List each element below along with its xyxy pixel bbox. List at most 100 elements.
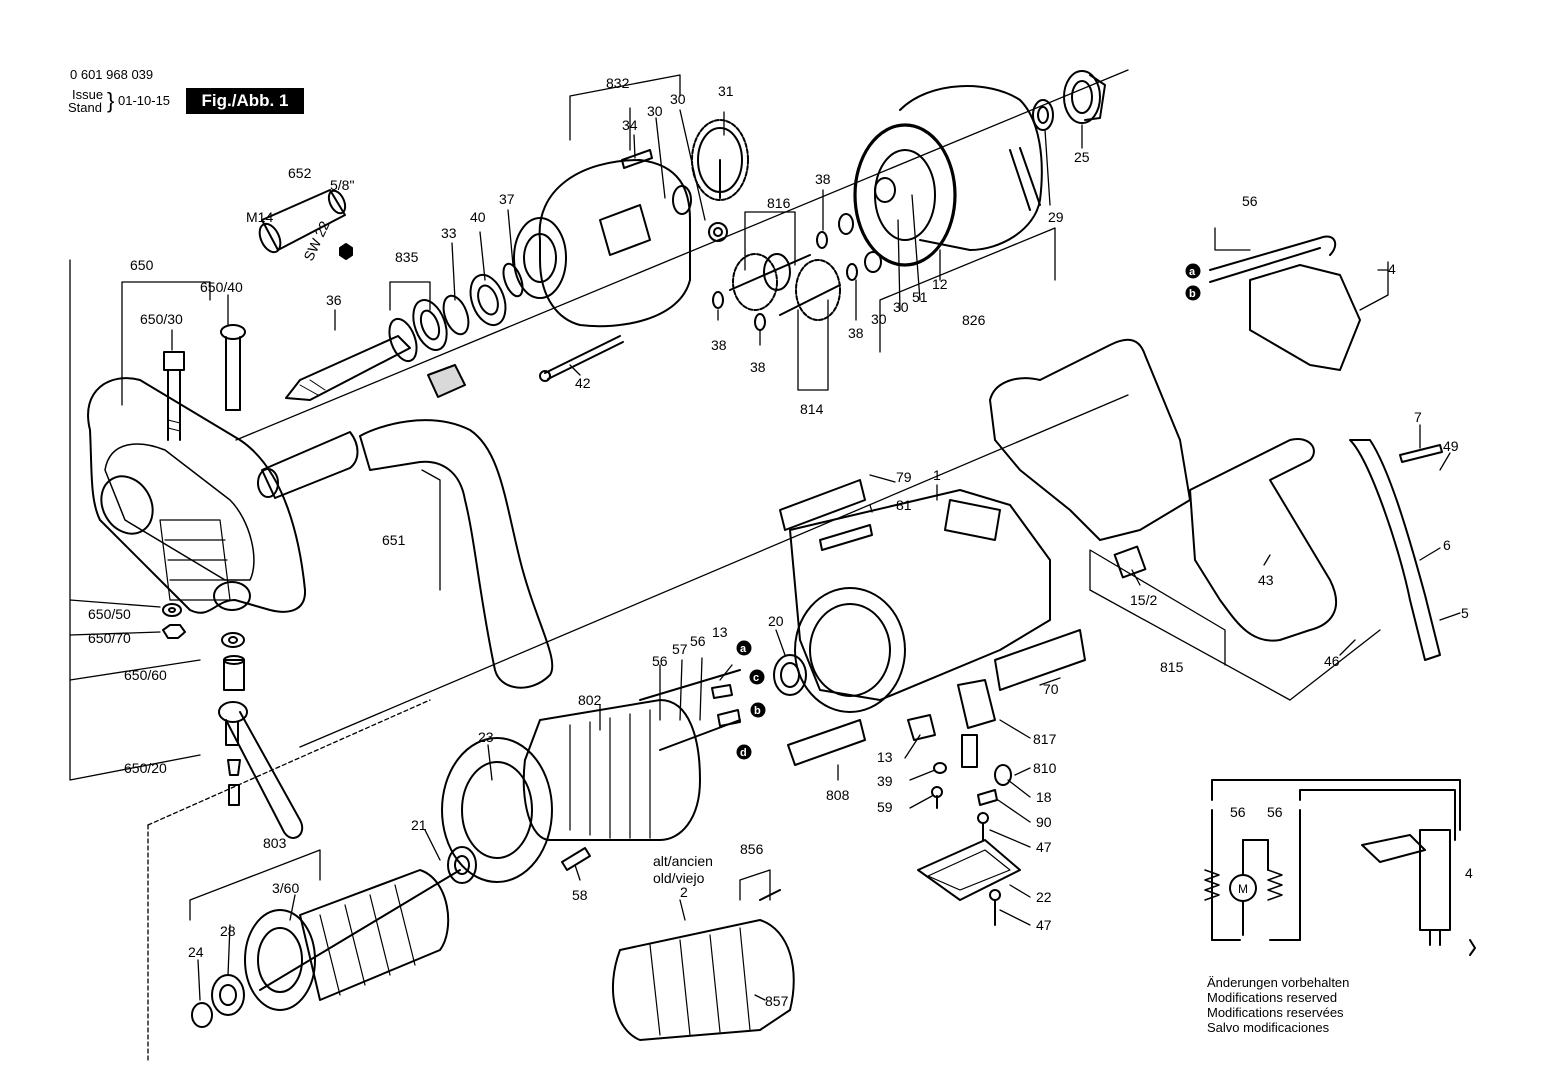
label-814: 814 (800, 401, 824, 417)
label-817: 817 (1033, 731, 1057, 747)
marker-b-1 (1185, 285, 1201, 301)
spindle-36 (285, 317, 418, 401)
gear-816 (729, 253, 811, 311)
washer-650-50 (162, 603, 182, 617)
stand-label: Stand (68, 100, 102, 115)
label-2: 2 (680, 884, 688, 900)
label-30-c: 30 (871, 311, 887, 327)
label-b-2: b (754, 705, 761, 717)
label-835: 835 (395, 249, 419, 265)
brushes (711, 684, 741, 727)
baffle-23 (441, 737, 553, 883)
callout-labels: 832 31 34 30 30 652 M14 5/8" SW 22 650 6… (88, 75, 1473, 1009)
bearing-28 (211, 974, 245, 1016)
label-13-a: 13 (712, 624, 728, 640)
figure-label: Fig./Abb. 1 (186, 88, 304, 114)
label-c-1: c (753, 672, 759, 684)
label-m14: M14 (246, 209, 273, 225)
label-43: 43 (1258, 572, 1274, 588)
guide-line-top (235, 69, 1129, 441)
label-650-70: 650/70 (88, 630, 131, 646)
label-38-b: 38 (711, 337, 727, 353)
label-d-1: d (740, 747, 747, 759)
marker-d-1 (736, 744, 752, 760)
cap-25 (1063, 70, 1106, 124)
label-18: 18 (1036, 789, 1052, 805)
label-23: 23 (478, 729, 494, 745)
label-38-a: 38 (815, 171, 831, 187)
wiring-diagram (1204, 779, 1476, 956)
gear-814 (779, 259, 841, 321)
label-5-8-inch: 5/8" (330, 177, 354, 193)
note-en: Modifications reserved (1207, 990, 1338, 1005)
label-815: 815 (1160, 659, 1184, 675)
label-15-2: 15/2 (1130, 592, 1157, 608)
label-30-b: 30 (670, 91, 686, 107)
label-25: 25 (1074, 149, 1090, 165)
plate-70 (994, 629, 1086, 691)
side-handle-bracket (87, 377, 307, 614)
bearing-30a (672, 185, 692, 215)
washer-33 (442, 294, 470, 336)
gear-housing-832 (513, 159, 691, 328)
spring-58 (561, 847, 591, 871)
stator-old-2 (612, 889, 795, 1041)
pin-34 (621, 149, 653, 169)
label-31: 31 (718, 83, 734, 99)
spring-18 (994, 764, 1012, 786)
label-802: 802 (578, 692, 602, 708)
label-90: 90 (1036, 814, 1052, 830)
issue-label: Issue (72, 87, 104, 102)
marker-c-1 (749, 669, 765, 685)
issue-brace: } (107, 88, 115, 113)
label-650-30: 650/30 (140, 311, 183, 327)
label-36: 36 (326, 292, 342, 308)
label-808: 808 (826, 787, 850, 803)
bolt-650-40 (220, 324, 246, 411)
label-sw22: SW 22 (300, 218, 332, 263)
label-81: 81 (896, 497, 912, 513)
label-650-40: 650/40 (200, 279, 243, 295)
label-46: 46 (1324, 653, 1340, 669)
plate-81 (819, 524, 873, 551)
label-79: 79 (896, 469, 912, 485)
label-6: 6 (1443, 537, 1451, 553)
marker-a-1 (1185, 263, 1201, 279)
label-24: 24 (188, 944, 204, 960)
circle-markers (736, 263, 1201, 760)
label-wiring-56-b: 56 (1267, 804, 1283, 820)
label-56-b: 56 (690, 633, 706, 649)
label-42: 42 (575, 375, 591, 391)
label-alt-ancien: alt/ancien (653, 853, 713, 869)
label-38-d: 38 (848, 325, 864, 341)
clip-13b (907, 714, 936, 741)
label-56-a: 56 (1242, 193, 1258, 209)
cap-24 (191, 1002, 213, 1028)
label-wiring-4: 4 (1465, 865, 1473, 881)
label-59: 59 (877, 799, 893, 815)
label-47-b: 47 (1036, 917, 1052, 933)
label-650-20: 650/20 (124, 760, 167, 776)
plate-808 (787, 719, 866, 766)
label-b-1: b (1189, 288, 1196, 300)
label-56-c: 56 (652, 653, 668, 669)
label-40: 40 (470, 209, 486, 225)
label-22: 22 (1036, 889, 1052, 905)
clamp-7 (1399, 444, 1443, 463)
label-857: 857 (765, 993, 789, 1009)
note-es: Salvo modificaciones (1207, 1020, 1330, 1035)
screw-39 (933, 762, 947, 774)
label-49: 49 (1443, 438, 1459, 454)
note-fr: Modifications reservées (1207, 1005, 1344, 1020)
hex-icon (339, 243, 353, 260)
switch-assembly-4 (1209, 235, 1361, 371)
label-28: 28 (220, 923, 236, 939)
label-51: 51 (912, 289, 928, 305)
label-5: 5 (1461, 605, 1469, 621)
washer-650-60 (221, 632, 245, 648)
plate-90 (977, 789, 998, 806)
part-number: 0 601 968 039 (70, 67, 154, 82)
handle-651 (257, 419, 554, 689)
issue-date: 01-10-15 (118, 93, 171, 108)
ring-20 (773, 654, 807, 696)
